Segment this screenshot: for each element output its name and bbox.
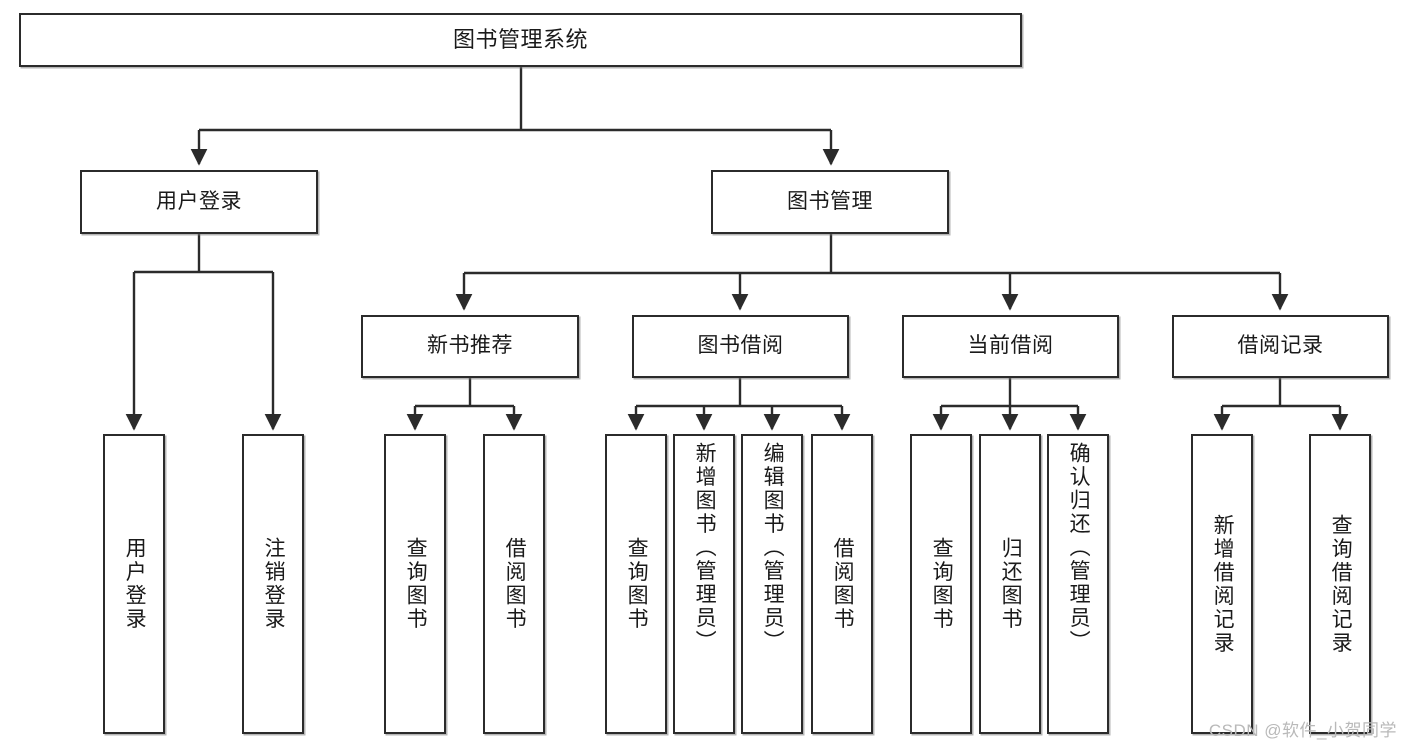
node-root-label: 图书管理系统: [452, 27, 588, 53]
node-current-borrow-label: 当前借阅: [967, 334, 1054, 358]
node-book-borrow-label: 图书借阅: [697, 334, 784, 358]
node-leaf-user-login[interactable]: 用户登录: [103, 434, 165, 734]
node-user-login-label: 用户登录: [156, 189, 242, 213]
node-current-borrow[interactable]: 当前借阅: [902, 315, 1119, 378]
node-leaf-add-book-label: 新增图书（管理员）: [693, 442, 717, 654]
node-leaf-add-record-label: 新增借阅记录: [1211, 513, 1235, 655]
node-leaf-query-book-3-label: 查询图书: [930, 537, 954, 631]
node-book-manage-label: 图书管理: [787, 189, 873, 213]
node-leaf-confirm-return[interactable]: 确认归还（管理员）: [1047, 434, 1109, 734]
node-leaf-edit-book-label: 编辑图书（管理员）: [761, 442, 785, 654]
node-root[interactable]: 图书管理系统: [19, 13, 1022, 67]
node-leaf-query-book-1[interactable]: 查询图书: [384, 434, 446, 734]
node-book-manage[interactable]: 图书管理: [711, 170, 949, 234]
node-leaf-query-book-2-label: 查询图书: [625, 537, 649, 631]
node-leaf-add-book[interactable]: 新增图书（管理员）: [673, 434, 735, 734]
node-leaf-query-book-1-label: 查询图书: [404, 537, 428, 631]
node-leaf-borrow-book-2[interactable]: 借阅图书: [811, 434, 873, 734]
node-leaf-add-record[interactable]: 新增借阅记录: [1191, 434, 1253, 734]
node-new-book-rec[interactable]: 新书推荐: [361, 315, 579, 378]
node-user-login[interactable]: 用户登录: [80, 170, 318, 234]
node-leaf-query-book-3[interactable]: 查询图书: [910, 434, 972, 734]
node-new-book-rec-label: 新书推荐: [427, 334, 513, 358]
node-leaf-query-record-label: 查询借阅记录: [1329, 513, 1353, 655]
node-leaf-query-book-2[interactable]: 查询图书: [605, 434, 667, 734]
node-leaf-borrow-book-1[interactable]: 借阅图书: [483, 434, 545, 734]
node-leaf-return-book-label: 归还图书: [999, 537, 1023, 631]
node-leaf-edit-book[interactable]: 编辑图书（管理员）: [741, 434, 803, 734]
node-leaf-return-book[interactable]: 归还图书: [979, 434, 1041, 734]
node-leaf-borrow-book-2-label: 借阅图书: [831, 537, 855, 631]
node-leaf-user-login-label: 用户登录: [123, 537, 147, 631]
node-book-borrow[interactable]: 图书借阅: [632, 315, 849, 378]
node-leaf-logout[interactable]: 注销登录: [242, 434, 304, 734]
node-leaf-logout-label: 注销登录: [262, 537, 286, 631]
node-borrow-record[interactable]: 借阅记录: [1172, 315, 1389, 378]
node-leaf-borrow-book-1-label: 借阅图书: [503, 537, 527, 631]
node-borrow-record-label: 借阅记录: [1237, 334, 1324, 358]
node-leaf-query-record[interactable]: 查询借阅记录: [1309, 434, 1371, 734]
node-leaf-confirm-return-label: 确认归还（管理员）: [1067, 442, 1091, 654]
csdn-watermark: CSDN @软件_小贺同学: [1208, 721, 1397, 740]
